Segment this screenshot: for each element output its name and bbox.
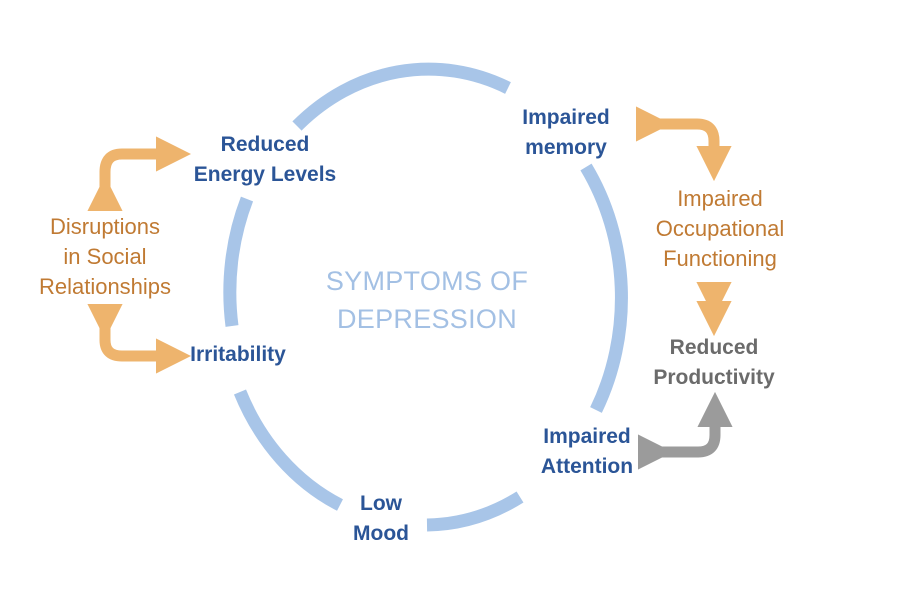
arrow-attention-productivity bbox=[637, 391, 733, 470]
arrow-memory-occupational bbox=[635, 106, 732, 182]
ring-segment-bottom bbox=[426, 491, 524, 532]
ring-segment-right bbox=[580, 163, 628, 413]
effect-social-relationships: Disruptions in Social Relationships bbox=[39, 212, 171, 302]
effect-line: Functioning bbox=[663, 246, 777, 271]
effect-line: Disruptions bbox=[49, 214, 161, 239]
symptom-line: Energy Levels bbox=[193, 163, 337, 186]
occupational-arrows bbox=[635, 106, 732, 337]
ring-segment-top bbox=[292, 62, 511, 131]
symptom-low-mood: Low Mood bbox=[353, 489, 409, 549]
effect-line: Occupational bbox=[655, 216, 785, 241]
effect-line: Productivity bbox=[653, 366, 775, 389]
symptom-irritability: Irritability bbox=[190, 340, 286, 370]
center-title-line: DEPRESSION bbox=[336, 304, 518, 334]
symptom-line: Reduced bbox=[220, 133, 310, 156]
symptom-impaired-attention: Impaired Attention bbox=[541, 422, 633, 482]
symptom-line: Low bbox=[359, 492, 402, 515]
symptom-reduced-energy: Reduced Energy Levels bbox=[194, 130, 336, 190]
symptom-impaired-memory: Impaired memory bbox=[522, 103, 610, 163]
effect-line: Relationships bbox=[38, 274, 172, 299]
arrow-social-irritability bbox=[87, 303, 192, 374]
social-arrows bbox=[87, 136, 192, 374]
symptom-line: memory bbox=[525, 136, 607, 159]
effect-line: in Social bbox=[63, 244, 147, 269]
effect-line: Impaired bbox=[677, 186, 763, 211]
symptom-line: Mood bbox=[353, 522, 409, 545]
effect-line: Reduced bbox=[669, 336, 759, 359]
effect-reduced-productivity: Reduced Productivity bbox=[653, 333, 774, 393]
symptom-ring bbox=[223, 62, 628, 532]
ring-segment-bottom-left bbox=[233, 389, 343, 511]
center-title: SYMPTOMS OF DEPRESSION bbox=[326, 262, 528, 338]
symptom-line: Irritability bbox=[190, 343, 286, 366]
center-title-line: SYMPTOMS OF bbox=[325, 266, 529, 296]
symptom-line: Impaired bbox=[543, 425, 631, 448]
ring-segment-left bbox=[223, 196, 254, 327]
arrow-social-energy bbox=[87, 136, 192, 212]
symptom-line: Impaired bbox=[522, 106, 610, 129]
effect-occupational-functioning: Impaired Occupational Functioning bbox=[656, 184, 784, 274]
symptom-line: Attention bbox=[540, 455, 634, 478]
